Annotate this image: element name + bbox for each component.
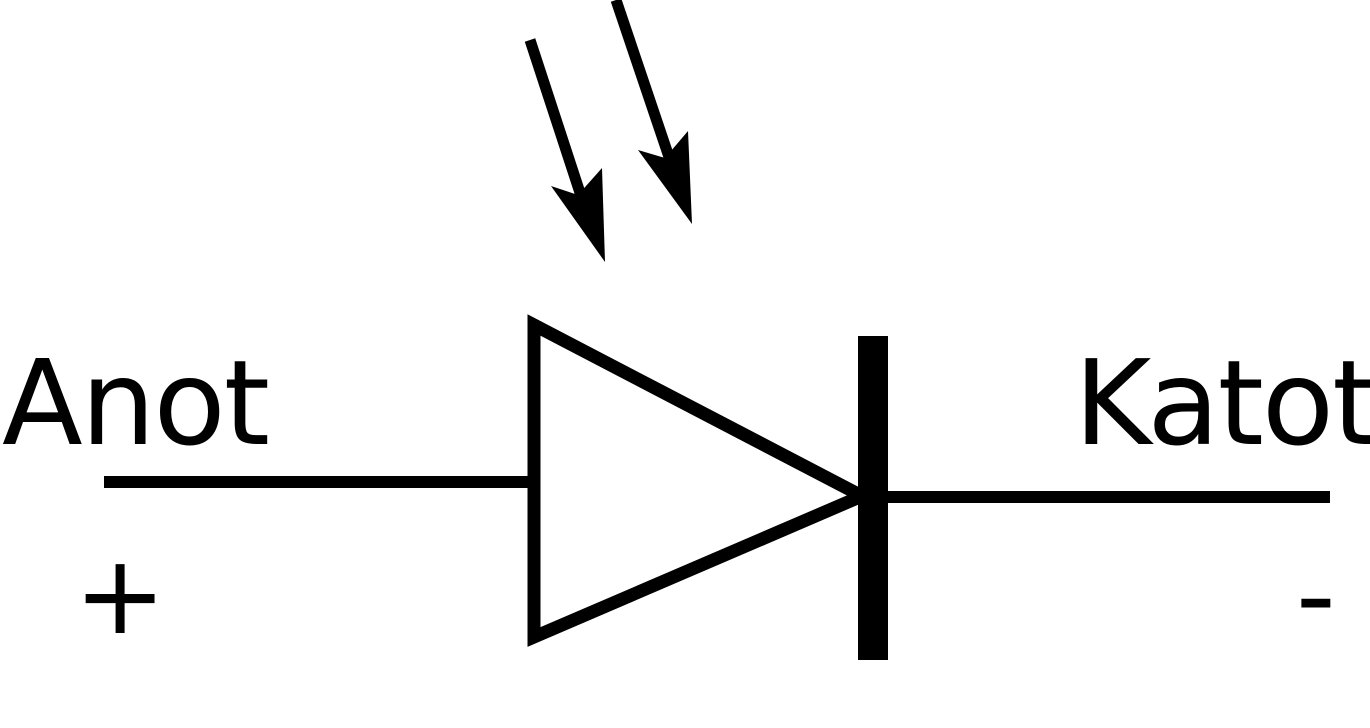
cathode-label: Katot — [1074, 334, 1370, 472]
anode-label: Anot — [2, 334, 270, 472]
light-arrow-right-shaft — [610, 0, 676, 162]
light-arrow-left-head — [551, 168, 605, 262]
diode-triangle-icon — [527, 314, 878, 647]
light-arrow-right-head — [638, 131, 692, 224]
cathode-polarity-label: - — [1296, 531, 1336, 659]
anode-polarity-label: + — [74, 531, 167, 659]
incoming-light-arrows-icon — [524, 0, 692, 262]
cathode-bar — [858, 336, 888, 660]
light-arrow-left-shaft — [524, 38, 590, 207]
